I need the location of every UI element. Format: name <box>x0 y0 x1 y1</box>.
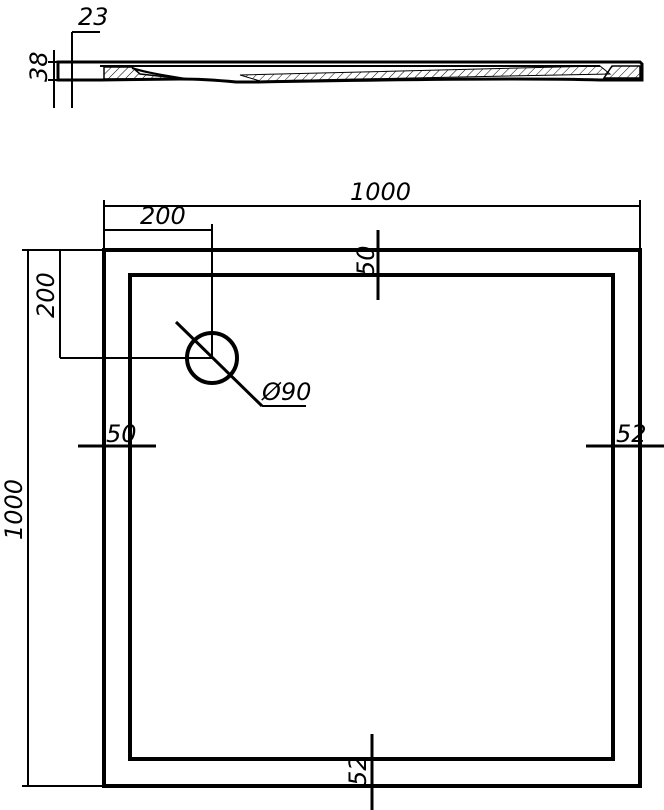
dim-38-label: 38 <box>25 51 53 82</box>
dim-drain-x-label: 200 <box>140 202 186 230</box>
dim-height-label: 1000 <box>0 479 28 540</box>
side-hatch-left <box>103 66 187 80</box>
side-hatch-right <box>602 65 641 79</box>
drain-circle <box>185 331 239 385</box>
side-slope-line <box>131 67 187 80</box>
dim-23-label: 23 <box>78 3 109 31</box>
dim-left-margin-label: 50 <box>106 420 137 448</box>
dim-top-margin-label: 50 <box>352 245 380 276</box>
drain-diameter-leader <box>174 320 264 408</box>
side-view: 38 23 <box>25 3 644 108</box>
dim-right-margin-label: 52 <box>616 420 647 448</box>
plan-view: 1000 1000 200 200 Ø90 50 50 52 52 <box>0 178 664 810</box>
dim-bottom-margin-label: 52 <box>344 755 372 786</box>
side-profile-outline <box>56 60 644 84</box>
dim-width-label: 1000 <box>350 178 411 206</box>
dim-drain-y-label: 200 <box>32 272 60 318</box>
drain-diameter-label: Ø90 <box>261 378 311 406</box>
